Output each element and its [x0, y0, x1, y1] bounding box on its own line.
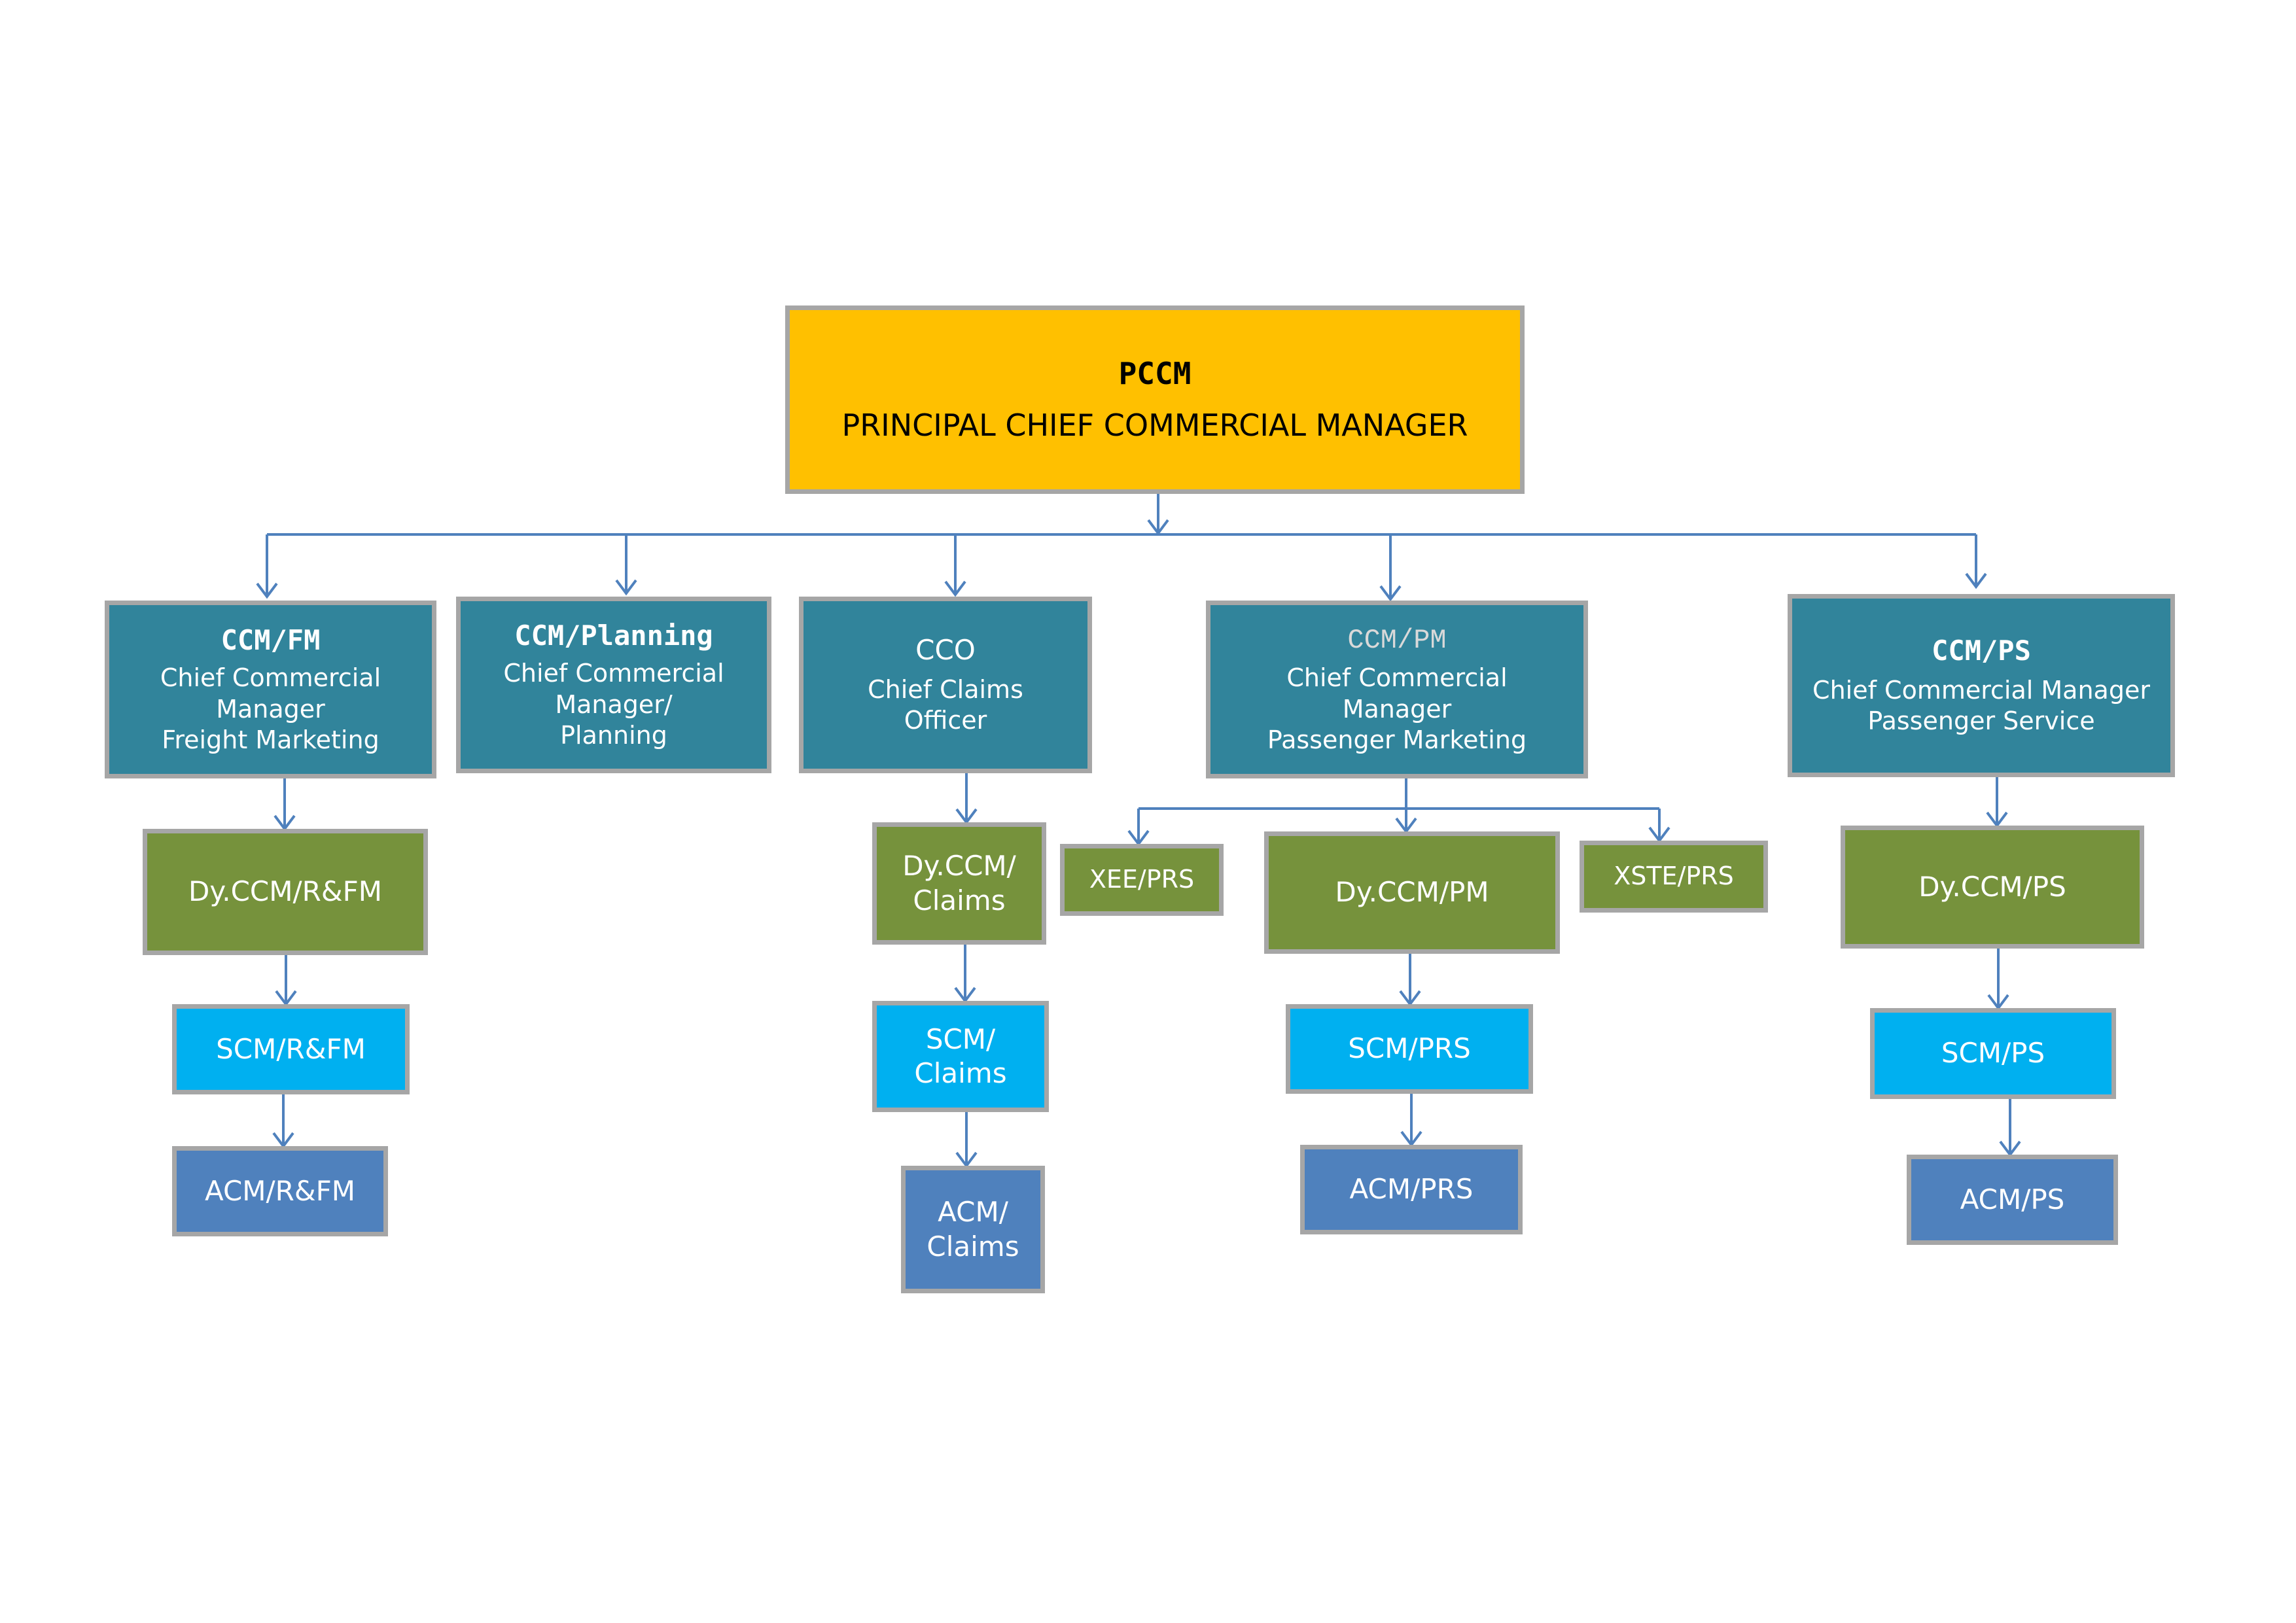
dy-ccm-claims-box: Dy.CCM/ Claims — [872, 822, 1046, 945]
scm-prs-box: SCM/PRS — [1286, 1004, 1533, 1094]
ccm-planning-line-2: Manager/ — [555, 689, 673, 719]
cco-line-2: Officer — [904, 706, 987, 735]
ccm-planning-code: CCM/Planning — [514, 619, 713, 652]
acm-prs-box: ACM/PRS — [1300, 1145, 1523, 1234]
xste-prs-box: XSTE/PRS — [1580, 841, 1768, 913]
scm-prs-label: SCM/PRS — [1348, 1032, 1471, 1065]
ccm-pm-line-1: Chief Commercial — [1286, 663, 1508, 692]
dy-ccm-claims-line-2: Claims — [913, 884, 1006, 916]
cco-box: CCO Chief Claims Officer — [799, 597, 1092, 773]
ccm-ps-line-2: Passenger Service — [1867, 707, 2095, 736]
ccm-fm-code: CCM/FM — [221, 623, 321, 656]
dy-ccm-pm-box: Dy.CCM/PM — [1264, 831, 1560, 954]
dy-ccm-pm-label: Dy.CCM/PM — [1335, 876, 1489, 909]
connector-paths — [266, 494, 2011, 1166]
scm-ps-label: SCM/PS — [1941, 1037, 2045, 1070]
acm-ps-label: ACM/PS — [1960, 1183, 2065, 1215]
dy-ccm-ps-label: Dy.CCM/PS — [1918, 870, 2066, 903]
ccm-planning-line-1: Chief Commercial — [503, 659, 724, 688]
acm-claims-box: ACM/ Claims — [901, 1166, 1045, 1293]
ccm-fm-line-3: Freight Marketing — [162, 725, 380, 754]
scm-claims-line-2: Claims — [914, 1057, 1007, 1089]
ccm-fm-line-1: Chief Commercial — [160, 663, 381, 692]
ccm-pm-box: CCM/PM Chief Commercial Manager Passenge… — [1206, 601, 1588, 778]
ccm-planning-box: CCM/Planning Chief Commercial Manager/ P… — [456, 597, 771, 773]
dy-ccm-claims-line-1: Dy.CCM/ — [902, 850, 1016, 882]
ccm-ps-box: CCM/PS Chief Commercial Manager Passenge… — [1788, 594, 2175, 777]
dy-ccm-ps-box: Dy.CCM/PS — [1841, 826, 2144, 949]
xste-prs-label: XSTE/PRS — [1614, 862, 1734, 891]
scm-rfm-label: SCM/R&FM — [216, 1032, 366, 1065]
acm-rfm-label: ACM/R&FM — [204, 1174, 356, 1207]
acm-ps-box: ACM/PS — [1907, 1155, 2118, 1245]
dy-ccm-rfm-label: Dy.CCM/R&FM — [188, 875, 382, 908]
pccm-code: PCCM — [1118, 355, 1192, 391]
scm-claims-line-1: SCM/ — [925, 1022, 996, 1055]
ccm-pm-line-3: Passenger Marketing — [1267, 725, 1527, 754]
acm-prs-label: ACM/PRS — [1349, 1173, 1474, 1206]
ccm-pm-line-2: Manager — [1342, 694, 1452, 724]
acm-claims-line-1: ACM/ — [938, 1196, 1008, 1228]
scm-ps-box: SCM/PS — [1870, 1008, 2116, 1099]
ccm-ps-line-1: Chief Commercial Manager — [1812, 675, 2150, 705]
acm-claims-line-2: Claims — [927, 1230, 1019, 1263]
cco-line-1: Chief Claims — [868, 674, 1023, 704]
pccm-box: PCCM PRINCIPAL CHIEF COMMERCIAL MANAGER — [785, 305, 1525, 494]
pccm-title: PRINCIPAL CHIEF COMMERCIAL MANAGER — [841, 408, 1468, 443]
ccm-planning-line-3: Planning — [560, 721, 667, 750]
scm-rfm-box: SCM/R&FM — [172, 1004, 410, 1094]
ccm-fm-box: CCM/FM Chief Commercial Manager Freight … — [105, 601, 436, 778]
ccm-ps-code: CCM/PS — [1932, 635, 2031, 667]
ccm-pm-code: CCM/PM — [1347, 624, 1447, 656]
acm-rfm-box: ACM/R&FM — [172, 1146, 388, 1236]
dy-ccm-rfm-box: Dy.CCM/R&FM — [143, 829, 428, 955]
xee-prs-label: XEE/PRS — [1089, 865, 1195, 894]
xee-prs-box: XEE/PRS — [1060, 844, 1224, 916]
ccm-fm-line-2: Manager — [216, 694, 325, 724]
cco-code: CCO — [915, 634, 976, 667]
scm-claims-box: SCM/ Claims — [872, 1001, 1049, 1112]
